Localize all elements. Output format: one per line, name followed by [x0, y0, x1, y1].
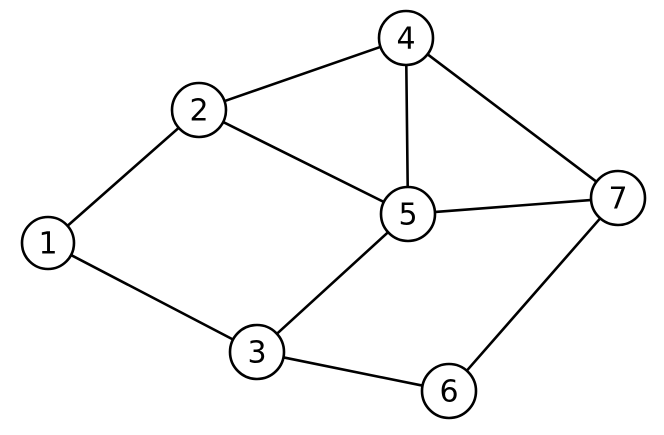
nodes-layer: 1 2 3 4 5 6 7: [20, 9, 647, 420]
graph-edge-5-7: [432, 198, 594, 214]
graph-edge-1-2: [65, 125, 181, 228]
node-circle-1[interactable]: [20, 215, 76, 271]
graph-node-6[interactable]: 6: [420, 362, 478, 420]
graph-node-5[interactable]: 5: [379, 185, 437, 243]
node-label-6: 6: [439, 375, 458, 410]
node-label-3: 3: [247, 336, 266, 371]
graph-edge-6-7: [464, 216, 603, 373]
graph-node-3[interactable]: 3: [228, 323, 286, 381]
node-circle-4[interactable]: [377, 9, 435, 67]
graph-edge-2-5: [220, 120, 387, 204]
graph-edge-4-5: [404, 62, 410, 190]
graph-edge-3-6: [281, 355, 425, 388]
node-label-5: 5: [398, 198, 417, 233]
edges-layer: [65, 45, 603, 388]
node-label-2: 2: [189, 94, 208, 129]
graph-edge-3-5: [274, 230, 391, 336]
graph-edge-4-7: [425, 52, 599, 184]
graph-node-7[interactable]: 7: [589, 169, 647, 227]
graph-node-4[interactable]: 4: [377, 9, 435, 67]
graph-edge-1-3: [68, 253, 236, 342]
node-circle-3[interactable]: [228, 323, 286, 381]
node-label-7: 7: [608, 182, 627, 217]
node-label-4: 4: [396, 22, 415, 57]
graph-node-2[interactable]: 2: [170, 81, 228, 139]
node-circle-2[interactable]: [170, 81, 228, 139]
node-label-1: 1: [38, 227, 57, 262]
graph-node-1[interactable]: 1: [20, 215, 76, 271]
node-circle-7[interactable]: [589, 169, 647, 227]
node-circle-5[interactable]: [379, 185, 437, 243]
node-circle-6[interactable]: [420, 362, 478, 420]
graph-edge-2-4: [222, 45, 383, 103]
